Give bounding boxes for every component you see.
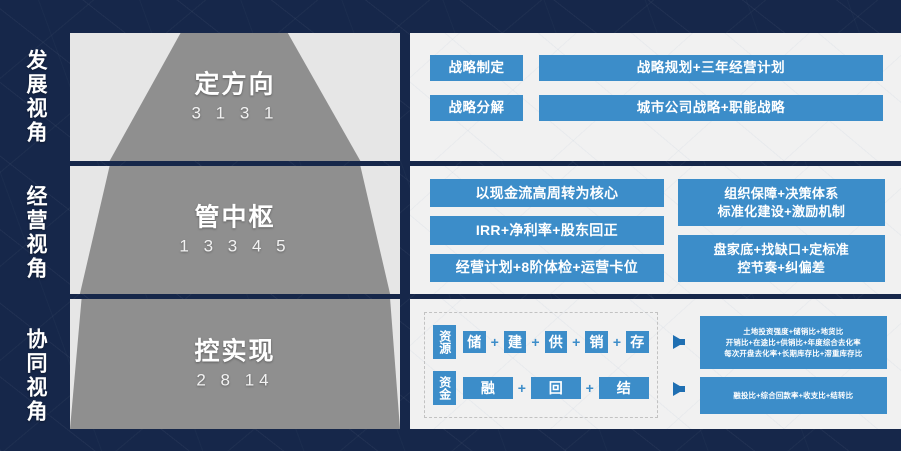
operation-item-benchmark-line2: 控节奏+纠偏差 [737,259,826,275]
perspective-label-development: 发展视角 [0,32,70,162]
operation-item-plan[interactable]: 经营计划+8阶体检+运营卡位 [430,253,664,282]
perspective-label-collaboration: 协同视角 [0,306,70,446]
flow-steps-capital: 融 + 回 + 结 [463,377,649,399]
flow-tag-resource-text: 资源 [437,330,452,354]
pyramid-panel-development: 定方向 3 1 3 1 [70,33,400,161]
operation-item-grid: 以现金流高周转为核心 IRR+净利率+股东回正 经营计划+8阶体检+运营卡位 组… [430,179,885,282]
pyramid-title-operation: 管中枢 [194,203,276,232]
pyramid-code-collaboration: 2 8 14 [196,370,274,390]
flow-output-column: 土地投资强度+储销比+地货比 开销比+在途比+供销比+年度综合去化率 每次开盘去… [699,312,887,418]
row-operation: 管中枢 1 3 3 4 5 以现金流高周转为核心 IRR+净利率+股东回正 经营… [70,166,901,294]
flow-step-inventory[interactable]: 存 [626,331,649,353]
pyramid-title-collaboration: 控实现 [194,337,276,366]
pyramid-text-collaboration: 控实现 2 8 14 [70,338,400,391]
row-collaboration: 控实现 2 8 14 资源 储 + 建 [70,299,901,429]
flow-connector-icon: + [572,334,581,350]
pyramid-shape-base [70,299,400,429]
operation-item-organization-line2: 标准化建设+激励机制 [717,203,846,219]
flow-step-store[interactable]: 储 [463,331,486,353]
operation-right-column: 组织保障+决策体系 标准化建设+激励机制 盘家底+找缺口+定标准 控节奏+纠偏差 [677,179,885,282]
flow-output-resource-metrics[interactable]: 土地投资强度+储销比+地货比 开销比+在途比+供销比+年度综合去化率 每次开盘去… [699,316,887,370]
pyramid-code-operation: 1 3 3 4 5 [179,236,291,256]
flow-connector-icon: + [531,334,540,350]
operation-item-benchmark[interactable]: 盘家底+找缺口+定标准 控节奏+纠偏差 [677,235,885,282]
right-arrow-icon [672,381,685,396]
operation-item-organization[interactable]: 组织保障+决策体系 标准化建设+激励机制 [677,179,885,226]
flow-connector-icon: + [517,380,526,396]
flow-step-supply[interactable]: 供 [544,331,568,353]
operation-item-cashflow[interactable]: 以现金流高周转为核心 [430,179,664,208]
flow-connector-icon: + [490,334,499,350]
flow-arrow-column [668,312,690,418]
flow-row-capital: 资金 融 + 回 + 结 [433,371,649,405]
strategy-pair-list: 战略制定 战略规划+三年经营计划 战略分解 城市公司战略+职能战略 [430,55,883,135]
flow-output-resource-line2: 开销比+在途比+供销比+年度综合去化率 [725,337,861,347]
perspective-label-column: 发展视角 经营视角 协同视角 [0,28,70,428]
collaboration-flow-area: 资源 储 + 建 + 供 + 销 + 存 [424,312,887,418]
operation-item-organization-line1: 组织保障+决策体系 [724,185,839,201]
flow-step-build[interactable]: 建 [503,331,527,353]
content-panel-development: 战略制定 战略规划+三年经营计划 战略分解 城市公司战略+职能战略 [410,33,901,161]
strategy-detail-formulation[interactable]: 战略规划+三年经营计划 [539,55,883,81]
flow-output-capital-metrics[interactable]: 融投比+综合回款率+收支比+结转比 [699,377,887,414]
strategy-pair-row: 战略分解 城市公司战略+职能战略 [430,95,883,121]
perspective-label-development-text: 发展视角 [24,49,48,145]
pyramid-code-development: 3 1 3 1 [191,103,279,123]
arrow-slot-capital [672,365,685,412]
flow-connector-icon: + [612,334,621,350]
flow-output-resource-line1: 土地投资强度+储销比+地货比 [743,326,844,336]
flow-step-sell[interactable]: 销 [585,331,608,353]
flow-step-settle[interactable]: 结 [598,377,649,399]
flow-step-finance[interactable]: 融 [463,377,513,399]
strategy-pair-row: 战略制定 战略规划+三年经营计划 [430,55,883,81]
flow-connector-icon: + [585,380,594,396]
flow-steps-resource: 储 + 建 + 供 + 销 + 存 [463,331,649,353]
pyramid-shape-middle [79,166,391,294]
flow-step-collect[interactable]: 回 [530,377,581,399]
row-development: 定方向 3 1 3 1 战略制定 战略规划+三年经营计划 战略分解 城市公司战略… [70,33,901,161]
perspective-label-operation: 经营视角 [0,168,70,298]
arrow-slot-resource [672,318,685,365]
operation-item-irr[interactable]: IRR+净利率+股东回正 [430,216,664,245]
perspective-label-collaboration-text: 协同视角 [24,328,48,424]
right-arrow-icon [672,334,685,349]
pyramid-title-development: 定方向 [194,70,276,99]
strategy-tag-formulation[interactable]: 战略制定 [430,55,523,81]
pyramid-panel-operation: 管中枢 1 3 3 4 5 [70,166,400,294]
pyramid-text-development: 定方向 3 1 3 1 [70,71,400,124]
pyramid-panel-collaboration: 控实现 2 8 14 [70,299,400,429]
operation-item-benchmark-line1: 盘家底+找缺口+定标准 [713,241,850,257]
flow-tag-capital-text: 资金 [437,376,452,400]
flow-tag-capital[interactable]: 资金 [433,371,456,405]
perspective-label-operation-text: 经营视角 [24,185,48,281]
strategy-detail-decomposition[interactable]: 城市公司战略+职能战略 [539,95,883,121]
content-panel-operation: 以现金流高周转为核心 IRR+净利率+股东回正 经营计划+8阶体检+运营卡位 组… [410,166,901,294]
flow-group-box: 资源 储 + 建 + 供 + 销 + 存 [424,312,658,418]
flow-output-resource-line3: 每次开盘去化率+长期库存比+滞重库存比 [724,349,863,359]
pyramid-text-operation: 管中枢 1 3 3 4 5 [70,204,400,257]
flow-output-capital-line1: 融投比+综合回款率+收支比+结转比 [733,390,854,400]
content-panel-collaboration: 资源 储 + 建 + 供 + 销 + 存 [410,299,901,429]
operation-left-column: 以现金流高周转为核心 IRR+净利率+股东回正 经营计划+8阶体检+运营卡位 [430,179,664,282]
strategy-tag-decomposition[interactable]: 战略分解 [430,95,523,121]
flow-tag-resource[interactable]: 资源 [433,325,456,359]
flow-row-resource: 资源 储 + 建 + 供 + 销 + 存 [433,325,649,359]
